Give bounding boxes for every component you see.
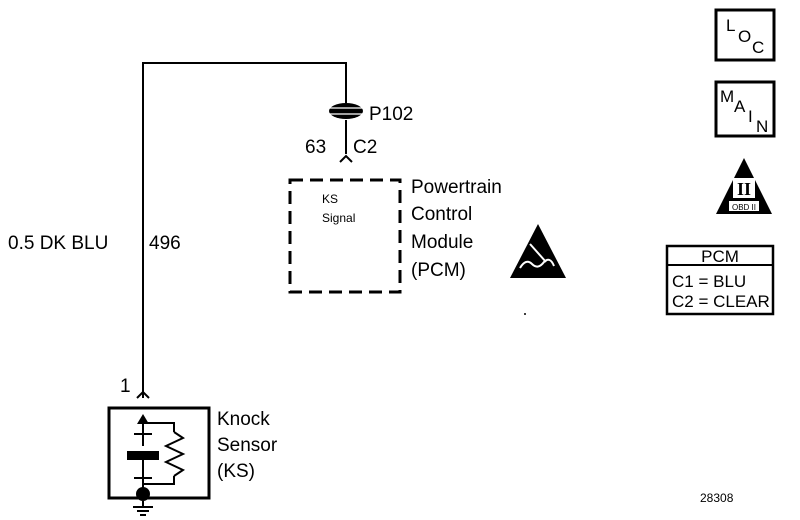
loc-icon[interactable]: L O C	[714, 8, 776, 62]
loc-letter-3: C	[752, 38, 764, 57]
pcm-table-title: PCM	[701, 247, 739, 266]
esd-warning-icon	[510, 224, 566, 278]
pcm-terminal-icon	[339, 154, 353, 163]
sensor-name-line-3: (KS)	[217, 461, 255, 482]
pcm-table-row-2: C2 = CLEAR	[672, 292, 770, 311]
connector-p102-icon[interactable]	[329, 103, 363, 119]
loc-letter-2: O	[738, 27, 751, 46]
pcm-signal-label-1: KS	[322, 192, 338, 206]
sensor-name-line-1: Knock	[217, 409, 270, 430]
knock-sensor-box[interactable]	[107, 406, 211, 500]
connector-name-label: C2	[353, 137, 377, 158]
pcm-box[interactable]	[288, 178, 402, 294]
pcm-connector-table: PCM C1 = BLU C2 = CLEAR	[665, 244, 775, 316]
sensor-terminal-icon	[136, 390, 150, 399]
pcm-name-line-2: Control	[411, 204, 472, 225]
sensor-pin-label: 1	[120, 376, 131, 397]
pcm-signal-label-2: Signal	[322, 211, 355, 225]
loc-letter-1: L	[726, 16, 735, 35]
figure-number: 28308	[700, 491, 734, 505]
connector-id-label: P102	[369, 104, 413, 125]
obd-numeral: II	[737, 179, 751, 199]
main-letter-1: M	[720, 87, 734, 106]
pcm-name-line-1: Powertrain	[411, 177, 502, 198]
wire-size-color-label: 0.5 DK BLU	[8, 233, 108, 254]
main-letter-3: I	[748, 107, 753, 126]
main-letter-2: A	[734, 97, 746, 116]
ground-icon	[133, 487, 153, 516]
stray-dot	[524, 313, 526, 315]
main-letter-4: N	[756, 117, 768, 136]
obd-label: OBD II	[732, 203, 756, 212]
sensor-name-line-2: Sensor	[217, 435, 278, 456]
pcm-name-line-3: Module	[411, 232, 473, 253]
main-icon[interactable]: M A I N	[714, 80, 776, 138]
wire-circuit-label: 496	[149, 233, 181, 254]
wire-496[interactable]	[142, 62, 347, 398]
pcm-table-row-1: C1 = BLU	[672, 272, 746, 291]
pcm-name-line-4: (PCM)	[411, 260, 466, 281]
obd-ii-icon[interactable]: II OBD II	[716, 158, 772, 214]
connector-pin-label: 63	[305, 137, 326, 158]
